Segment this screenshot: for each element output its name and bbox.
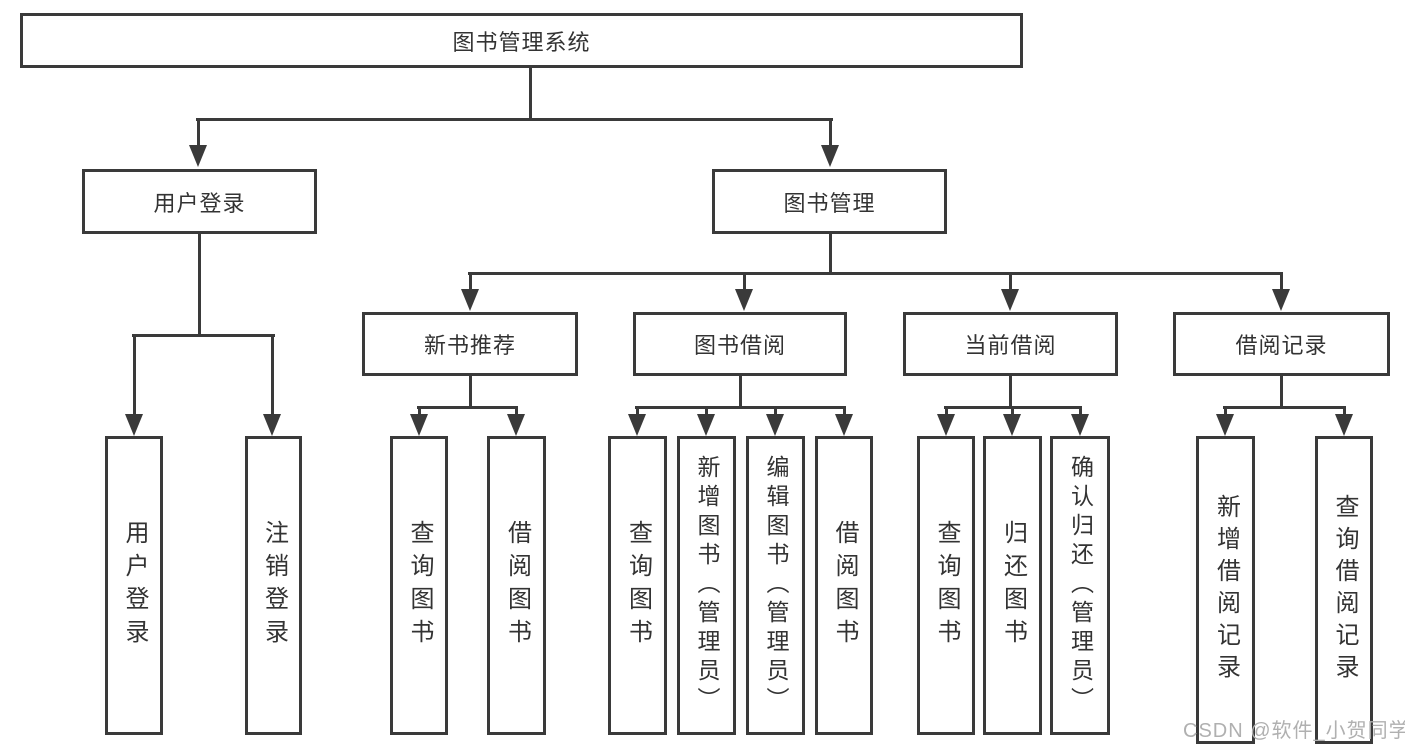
node-borrow-books: 借阅图书 (487, 436, 546, 735)
connector-line (635, 406, 846, 409)
arrowhead-down-icon (937, 414, 955, 436)
connector-line (132, 334, 275, 337)
arrowhead-down-icon (461, 289, 479, 311)
arrowhead-down-icon (507, 414, 525, 436)
connector-line (198, 233, 201, 336)
connector-line (1011, 409, 1014, 418)
connector-line (1280, 376, 1283, 408)
connector-line (743, 275, 746, 291)
node-edit-book-admin: 编辑图书（管理员） (746, 436, 805, 735)
arrowhead-down-icon (1272, 289, 1290, 311)
connector-line (945, 409, 948, 418)
connector-line (418, 409, 421, 418)
node-book-management: 图书管理 (712, 169, 947, 234)
arrowhead-down-icon (263, 414, 281, 436)
connector-line (1343, 409, 1346, 418)
connector-line (1223, 406, 1346, 409)
node-query-books: 查询图书 (390, 436, 448, 735)
node-query-books: 查询图书 (608, 436, 667, 735)
watermark-text: CSDN @软件_小贺同学 (1183, 720, 1405, 742)
arrowhead-down-icon (125, 414, 143, 436)
arrowhead-down-icon (835, 414, 853, 436)
node-query-books: 查询图书 (917, 436, 975, 735)
arrowhead-down-icon (766, 414, 784, 436)
connector-line (829, 233, 832, 274)
connector-line (944, 406, 1082, 409)
node-confirm-return-admin: 确认归还（管理员） (1050, 436, 1110, 735)
connector-line (196, 118, 833, 121)
connector-line (271, 337, 274, 418)
connector-line (515, 409, 518, 418)
node-borrow-books: 借阅图书 (815, 436, 873, 735)
node-add-borrow-record: 新增借阅记录 (1196, 436, 1255, 744)
node-query-borrow-record: 查询借阅记录 (1315, 436, 1373, 744)
arrowhead-down-icon (821, 145, 839, 167)
connector-line (1224, 409, 1227, 418)
node-book-borrowing: 图书借阅 (633, 312, 847, 376)
arrowhead-down-icon (189, 145, 207, 167)
node-return-books: 归还图书 (983, 436, 1042, 735)
node-add-book-admin: 新增图书（管理员） (677, 436, 736, 735)
node-current-borrowing: 当前借阅 (903, 312, 1118, 376)
connector-line (1009, 275, 1012, 291)
arrowhead-down-icon (628, 414, 646, 436)
node-root: 图书管理系统 (20, 13, 1023, 68)
connector-line (133, 337, 136, 418)
connector-line (197, 121, 200, 149)
connector-line (739, 376, 742, 408)
connector-line (529, 68, 532, 121)
connector-line (1280, 275, 1283, 291)
connector-line (774, 409, 777, 418)
connector-line (469, 376, 472, 408)
arrowhead-down-icon (1216, 414, 1234, 436)
arrowhead-down-icon (1335, 414, 1353, 436)
connector-line (829, 121, 832, 149)
arrowhead-down-icon (735, 289, 753, 311)
connector-line (705, 409, 708, 418)
node-borrowing-records: 借阅记录 (1173, 312, 1390, 376)
connector-line (636, 409, 639, 418)
node-user-login-leaf: 用户登录 (105, 436, 163, 735)
node-new-book-recommend: 新书推荐 (362, 312, 578, 376)
arrowhead-down-icon (1071, 414, 1089, 436)
connector-line (468, 272, 1283, 275)
connector-line (843, 409, 846, 418)
connector-line (1009, 376, 1012, 408)
arrowhead-down-icon (1001, 289, 1019, 311)
arrowhead-down-icon (697, 414, 715, 436)
connector-line (469, 275, 472, 291)
node-logout: 注销登录 (245, 436, 302, 735)
connector-line (417, 406, 518, 409)
arrowhead-down-icon (410, 414, 428, 436)
arrowhead-down-icon (1003, 414, 1021, 436)
node-user-login: 用户登录 (82, 169, 317, 234)
connector-line (1079, 409, 1082, 418)
